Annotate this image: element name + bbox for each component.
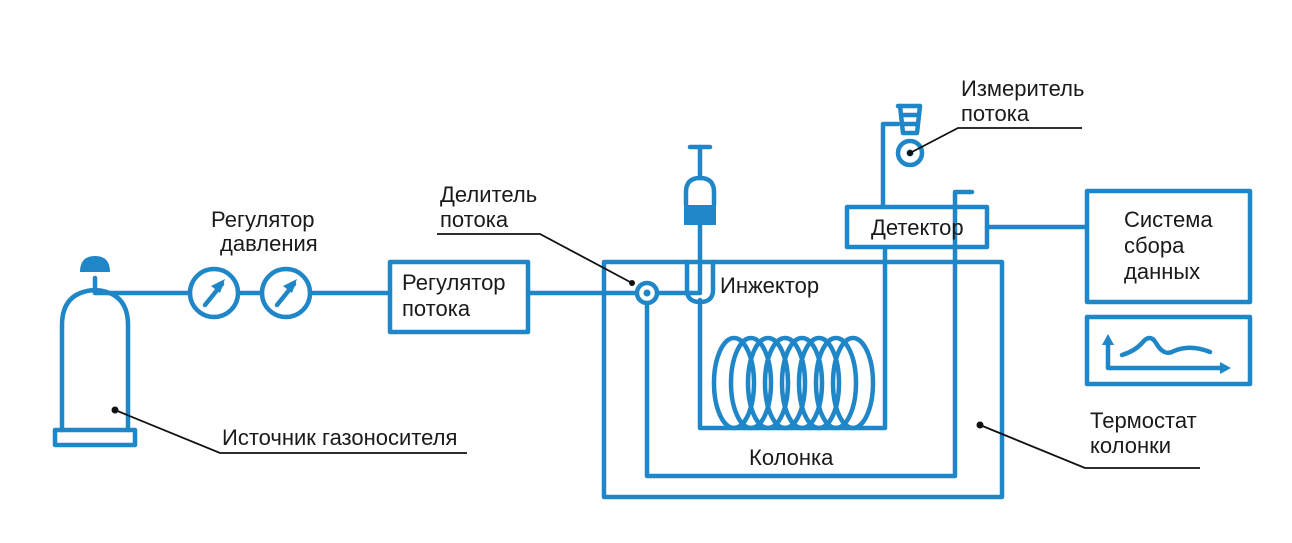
flow-meter-label-line2: потока: [961, 101, 1030, 126]
pressure-regulator-label-line2: давления: [220, 231, 318, 256]
data-system-label-line2: сбора: [1124, 233, 1185, 258]
data-system-box: [1084, 188, 1253, 305]
column-oven-box: [601, 259, 1005, 500]
injector-label: Инжектор: [720, 273, 819, 298]
flow-regulator-box: [387, 259, 531, 335]
detector-to-flowmeter-line: [880, 121, 901, 210]
flow-splitter-label-line2: потока: [440, 207, 509, 232]
gas-cylinder: [52, 256, 138, 448]
flow-regulator-label-line2: потока: [402, 296, 471, 321]
chromatogram-display: [1084, 314, 1253, 387]
data-system-label-line1: Система: [1124, 207, 1213, 232]
leader-lines: [111, 127, 1200, 469]
flow-splitter-label-line1: Делитель: [440, 182, 537, 207]
syringe-icon: [683, 144, 717, 225]
pressure-regulator-label-line1: Регулятор: [211, 207, 315, 232]
pressure-gauge-2: [259, 266, 313, 320]
column-label: Колонка: [749, 445, 834, 470]
flow-regulator-label-line1: Регулятор: [402, 270, 506, 295]
data-system-label-line3: данных: [1124, 259, 1200, 284]
detector-label: Детектор: [871, 215, 964, 240]
splitter-vent-line: [644, 189, 975, 479]
column-coil: [711, 335, 876, 431]
column-oven-label-line2: колонки: [1090, 433, 1171, 458]
flow-meter-icon: [895, 103, 925, 168]
column-line: [697, 247, 888, 431]
pressure-gauge-1: [187, 266, 241, 320]
flow-splitter-center: [643, 289, 651, 297]
flow-meter-label-line1: Измеритель: [961, 76, 1084, 101]
column-oven-label-line1: Термостат: [1090, 408, 1197, 433]
gas-source-label: Источник газоносителя: [222, 425, 457, 450]
